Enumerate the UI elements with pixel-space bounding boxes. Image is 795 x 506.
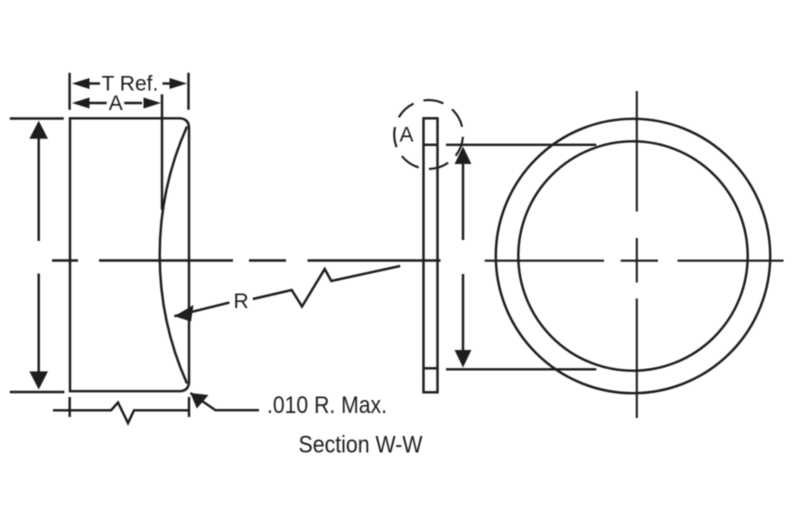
svg-text:T Ref.: T Ref. [102,72,159,95]
svg-text:A: A [400,124,414,147]
svg-text:.010 R. Max.: .010 R. Max. [267,392,387,419]
svg-text:R: R [234,290,249,313]
svg-text:Section W-W: Section W-W [299,432,423,459]
svg-text:A: A [109,92,123,115]
